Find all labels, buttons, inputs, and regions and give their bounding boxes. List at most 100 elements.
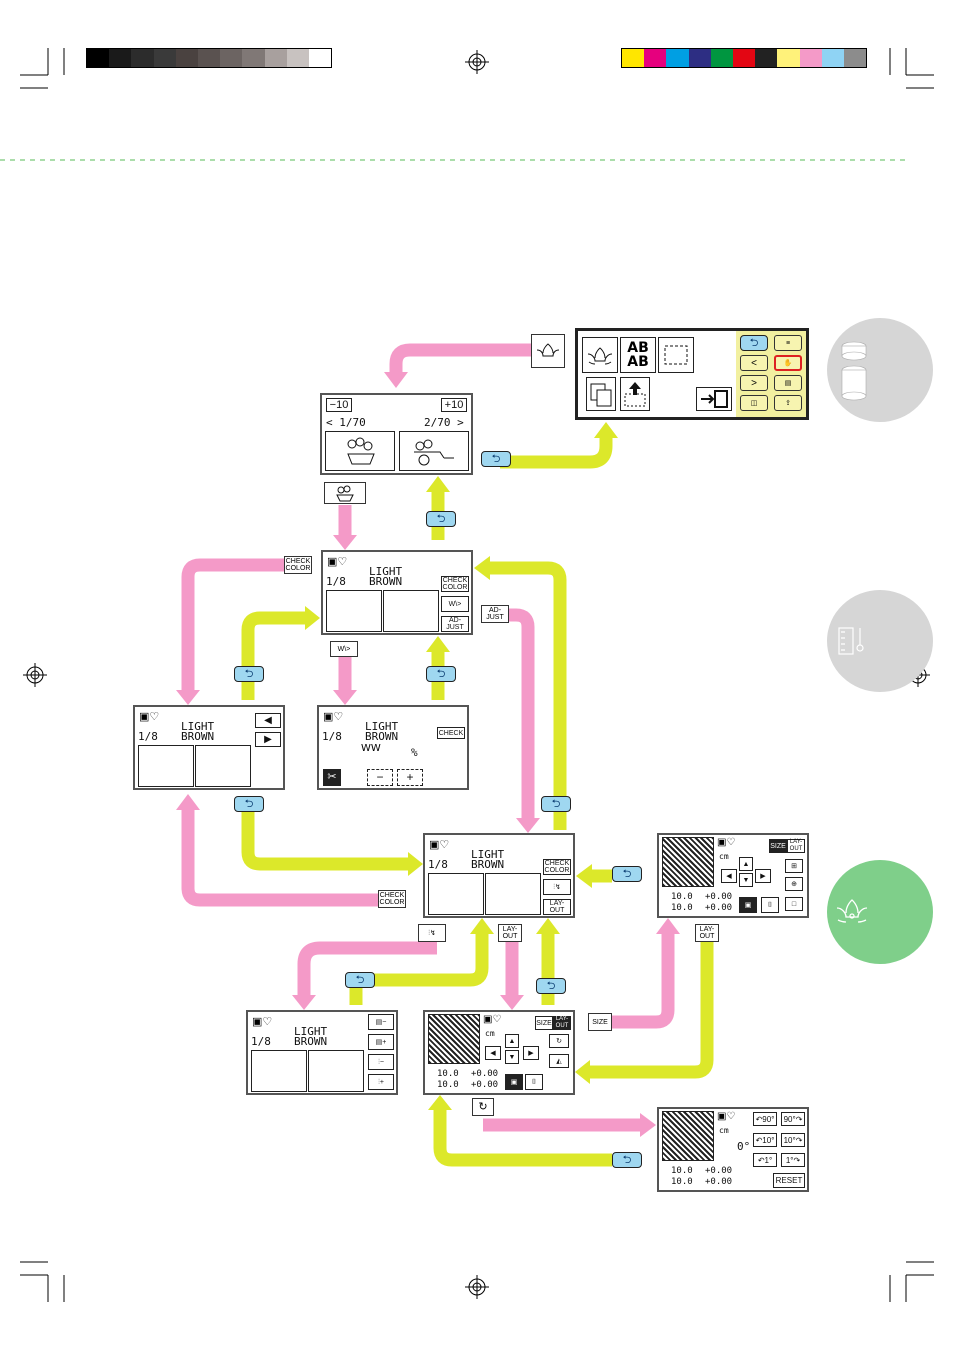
mirror-key[interactable]: ▣ — [739, 897, 757, 913]
density-key[interactable]: W\> — [441, 596, 469, 612]
color-name-line1: LIGHT — [181, 720, 215, 733]
prev-color-key[interactable]: ◀ — [255, 713, 281, 728]
preview-pattern — [308, 1050, 364, 1092]
back-key-layout-right[interactable]: ⮌ — [612, 866, 642, 882]
check-color-key[interactable]: CHECK COLOR — [441, 576, 469, 592]
exit-key[interactable] — [696, 387, 732, 411]
trial-key[interactable]: ⌷ — [761, 897, 779, 913]
back-key-rotate[interactable]: ⮌ — [612, 1152, 642, 1168]
layout-label: LAY- OUT — [789, 839, 803, 852]
frame-key[interactable]: ◫ — [740, 395, 768, 411]
next-key[interactable]: > — [740, 375, 768, 391]
mirror-key[interactable]: ▣ — [505, 1074, 523, 1090]
layout-key[interactable]: LAY- OUT — [543, 899, 571, 915]
rotate-left-1-key[interactable]: ↶1° — [753, 1153, 777, 1167]
grid-key[interactable]: ⊞ — [785, 859, 803, 873]
plus10-key[interactable]: +10 — [441, 398, 467, 412]
manual-key[interactable]: ▤ — [774, 375, 802, 391]
layout-key[interactable]: LAY- OUT — [553, 1016, 571, 1030]
prev-key[interactable]: < — [740, 355, 768, 371]
layout-touch-key[interactable]: LAY- OUT — [498, 924, 522, 942]
density-touch-key[interactable]: W\> — [330, 641, 358, 657]
embroidery-touch-key[interactable] — [531, 334, 565, 368]
rotate-right-90-key[interactable]: 90°↷ — [781, 1112, 805, 1126]
move-right-key[interactable]: ▶ — [523, 1046, 539, 1060]
pocket-key[interactable] — [620, 377, 650, 411]
back-key-left-down[interactable]: ⮌ — [234, 796, 264, 812]
adjust-touch-key[interactable]: AD- JUST — [481, 605, 509, 623]
back-arrow-icon: ⮌ — [436, 511, 446, 525]
back-key-pattern-select[interactable]: ⮌ — [481, 451, 511, 467]
letter-pattern-key[interactable]: AB AB — [620, 337, 656, 373]
check-color-label: CHECK COLOR — [442, 577, 468, 591]
size-key[interactable]: SIZE — [769, 839, 787, 853]
reset-key[interactable]: RESET — [773, 1173, 805, 1188]
embroidery-pattern-key[interactable] — [582, 337, 618, 373]
move-up-key[interactable]: ▲ — [739, 857, 753, 871]
move-left-key[interactable]: ◀ — [721, 869, 737, 883]
density-plus-key[interactable]: + — [397, 769, 423, 786]
spool-plus-key[interactable]: ▤+ — [368, 1034, 394, 1050]
gray-swatch — [308, 49, 332, 67]
process-swatch — [821, 49, 844, 67]
frame-key[interactable]: □ — [785, 897, 803, 911]
hoop-icon: ▣♡ — [323, 711, 344, 723]
spool-minus-key[interactable]: ▤− — [368, 1014, 394, 1030]
r90r-label: 90° — [783, 1114, 796, 1124]
move-up-key[interactable]: ▲ — [505, 1034, 519, 1048]
center-key[interactable]: ⊕ — [785, 877, 803, 891]
scissors-key[interactable]: ✂ — [323, 769, 341, 786]
density-minus-key[interactable]: − — [367, 769, 393, 786]
rotate-left-10-key[interactable]: ↶10° — [753, 1133, 777, 1147]
pattern-cart-thumbnail[interactable] — [399, 431, 469, 471]
rotate-right-1-key[interactable]: 1°↷ — [781, 1153, 805, 1167]
move-right-key[interactable]: ▶ — [755, 869, 771, 883]
color-name-line2: BROWN — [365, 730, 399, 743]
help-key[interactable]: ✋ — [774, 355, 802, 371]
back-key-layout-center[interactable]: ⮌ — [536, 978, 566, 994]
layout-key[interactable]: LAY- OUT — [787, 839, 805, 853]
mirror-horizontal-key[interactable]: ◭ — [549, 1054, 569, 1068]
back-key-density[interactable]: ⮌ — [426, 666, 456, 682]
size-key[interactable]: SIZE — [535, 1016, 553, 1030]
side-tab-bobbin — [827, 318, 933, 422]
reset-label: RESET — [775, 1176, 803, 1185]
move-left-key[interactable]: ◀ — [485, 1046, 501, 1060]
needle-touch-key[interactable]: ⫶↯ — [418, 924, 446, 942]
back-key-color-sort[interactable]: ⮌ — [345, 972, 375, 988]
needle-minus-key[interactable]: ⫶− — [368, 1054, 394, 1070]
move-down-key[interactable]: ▼ — [505, 1050, 519, 1064]
frame-pattern-key[interactable] — [658, 337, 694, 373]
minus10-key[interactable]: −10 — [326, 398, 352, 412]
back-key[interactable]: ⮌ — [740, 335, 768, 351]
back-key-edit-up[interactable]: ⮌ — [426, 511, 456, 527]
rotate-touch-key[interactable]: ↻ — [472, 1098, 494, 1116]
edit-screen-top: ▣♡ LIGHT 1/8 BROWN CHECK COLOR W\> AD- J… — [321, 550, 473, 635]
pattern-touch-key[interactable] — [324, 482, 366, 504]
settings-key[interactable]: ≡ — [774, 335, 802, 351]
move-down-key[interactable]: ▼ — [739, 873, 753, 887]
pattern-basket-thumbnail[interactable] — [325, 431, 395, 471]
arrow-edit-to-adjust-head — [516, 818, 540, 833]
memory-key[interactable] — [586, 377, 616, 411]
upload-key[interactable]: ⇪ — [774, 395, 802, 411]
trial-key[interactable]: ⌷ — [525, 1074, 543, 1090]
size-touch-key[interactable]: SIZE — [588, 1013, 612, 1031]
check-color-touch-key[interactable]: CHECK COLOR — [284, 556, 312, 574]
check-key[interactable]: CHECK — [437, 727, 465, 739]
r1r-label: 1° — [785, 1155, 794, 1165]
minus10-label: −10 — [329, 398, 349, 411]
needle-color-key[interactable]: ⫶↯ — [543, 879, 571, 895]
back-key-adjust[interactable]: ⮌ — [541, 796, 571, 812]
back-key-left[interactable]: ⮌ — [234, 666, 264, 682]
needle-plus-key[interactable]: ⫶+ — [368, 1074, 394, 1090]
check-color-touch-key-2[interactable]: CHECK COLOR — [378, 890, 406, 908]
check-color-key[interactable]: CHECK COLOR — [543, 859, 571, 875]
gray-swatch — [286, 49, 309, 67]
rotate-left-90-key[interactable]: ↶90° — [753, 1112, 777, 1126]
rotate-key[interactable]: ↻ — [549, 1034, 569, 1048]
layout-touch-key-2[interactable]: LAY- OUT — [695, 924, 719, 942]
rotate-right-10-key[interactable]: 10°↷ — [781, 1133, 805, 1147]
adjust-key[interactable]: AD- JUST — [441, 616, 469, 632]
next-color-key[interactable]: ▶ — [255, 732, 281, 747]
